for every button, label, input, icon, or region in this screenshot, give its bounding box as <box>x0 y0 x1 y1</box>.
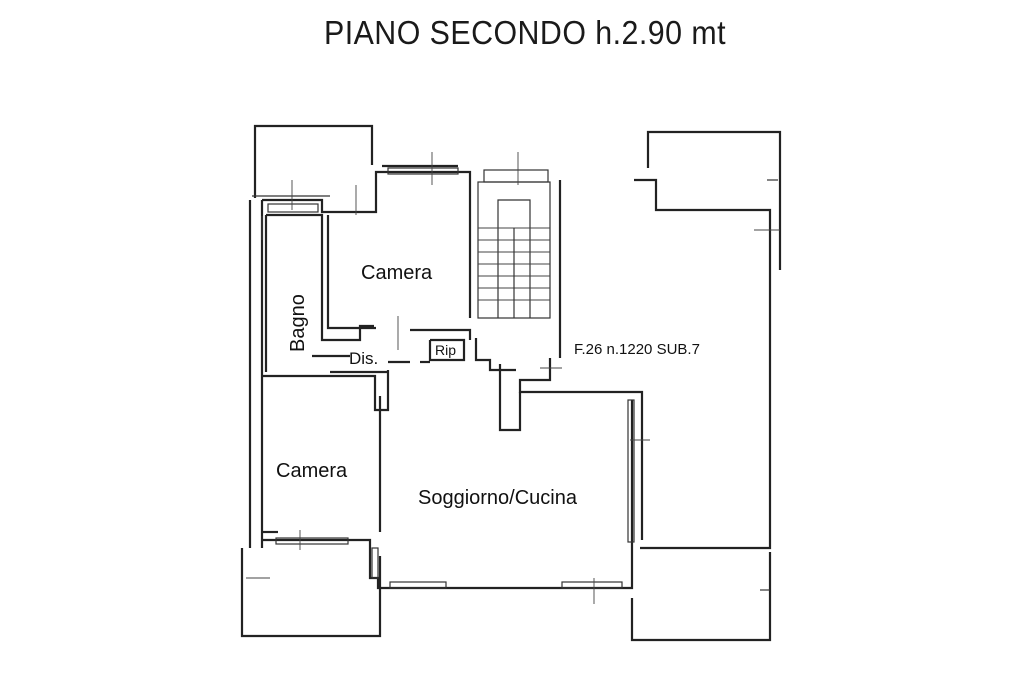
inner-walls <box>264 213 472 374</box>
staircase <box>477 169 551 319</box>
floor-plan-title: PIANO SECONDO h.2.90 mt <box>323 14 727 51</box>
room-label-soggiorno-cucina: Soggiorno/Cucina <box>418 487 578 509</box>
grid-markers <box>246 152 780 604</box>
room-label-bagno: Bagno <box>287 294 309 352</box>
terrace-bottom-left <box>240 548 382 638</box>
room-label-camera-top: Camera <box>361 262 433 284</box>
terrace-top-right <box>646 130 782 270</box>
terrace-bottom-right <box>630 552 772 642</box>
windows <box>267 167 635 589</box>
room-label-camera-bottom: Camera <box>276 460 348 482</box>
terrace-top-left <box>252 124 374 198</box>
room-label-rip: Rip <box>435 342 456 358</box>
room-label-dis: Dis. <box>349 349 378 368</box>
cadastral-reference: F.26 n.1220 SUB.7 <box>574 341 700 358</box>
